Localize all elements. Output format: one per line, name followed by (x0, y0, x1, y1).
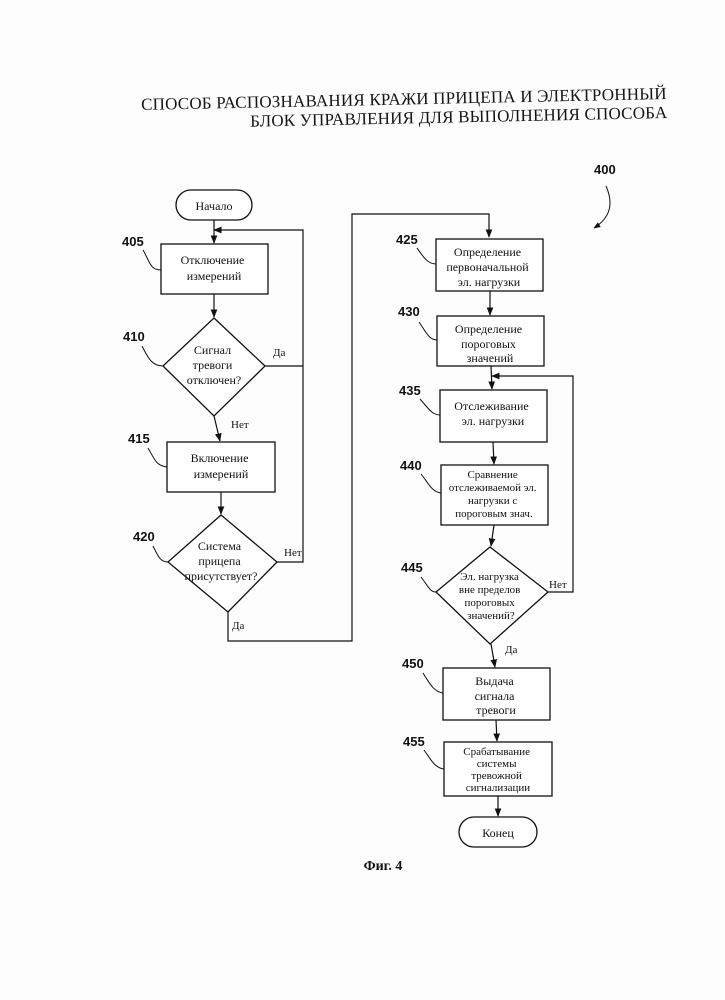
branch-420-yes: Да (232, 620, 245, 632)
ref-415: 415 (128, 431, 150, 446)
ref-405-leader (143, 250, 161, 270)
process-425-label: Определение первоначальной эл. нагрузки (446, 245, 531, 289)
ref-420: 420 (133, 529, 155, 544)
decision-445-label: Эл. нагрузка вне пределов пороговых знач… (459, 571, 523, 622)
process-435-label: Отслеживание эл. нагрузки (454, 399, 531, 428)
decision-410-label: Сигнал тревоги отключен? (187, 343, 242, 387)
ref-445-leader (421, 577, 436, 592)
ref-410-leader (142, 346, 163, 366)
end-label: Конец (482, 826, 514, 840)
start-label: Начало (196, 199, 233, 213)
ref-435-leader (420, 399, 440, 415)
figure-number: 400 (594, 162, 616, 177)
process-450-label: Выдача сигнала тревоги (475, 674, 518, 717)
branch-445-no: Нет (549, 579, 567, 591)
branch-410-no: Нет (231, 419, 249, 431)
ref-440: 440 (400, 458, 422, 473)
ref-425: 425 (396, 232, 418, 247)
ref-455: 455 (403, 734, 425, 749)
ref-435: 435 (399, 383, 421, 398)
flow-410-no-to-415 (214, 416, 220, 441)
flow-440-to-445 (491, 525, 494, 546)
figure-caption: Фиг. 4 (364, 859, 403, 874)
ref-410: 410 (123, 329, 145, 344)
ref-430-leader (419, 322, 437, 340)
branch-420-no: Нет (284, 547, 302, 559)
ref-455-leader (424, 750, 444, 769)
ref-445: 445 (401, 560, 423, 575)
flow-430-to-435 (491, 366, 492, 389)
ref-425-leader (417, 248, 436, 264)
branch-445-yes: Да (505, 644, 518, 656)
ref-450: 450 (402, 656, 424, 671)
ref-430: 430 (398, 304, 420, 319)
flow-450-to-455 (496, 720, 497, 741)
flow-435-to-440 (493, 442, 494, 464)
ref-415-leader (148, 448, 167, 467)
figure-number-leader (594, 186, 610, 228)
ref-420-leader (153, 546, 168, 562)
flow-445-yes-to-450 (491, 644, 495, 667)
ref-440-leader (421, 474, 441, 493)
ref-450-leader (423, 673, 443, 693)
process-455-label: Срабатывание системы тревожной сигнализа… (463, 746, 532, 794)
branch-410-yes: Да (273, 347, 286, 359)
ref-405: 405 (122, 234, 144, 249)
